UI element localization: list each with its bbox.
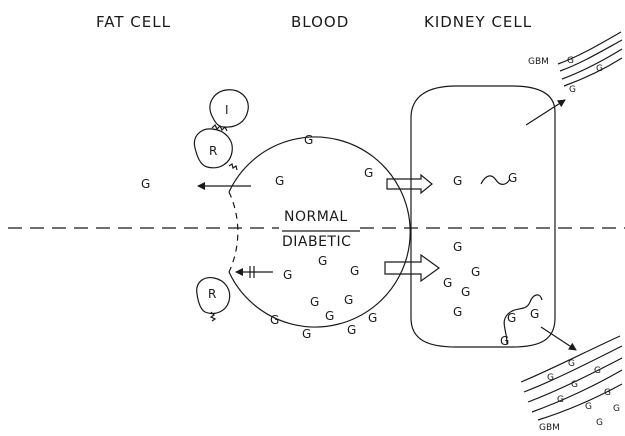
- gbm-label-normal: GBM: [528, 57, 549, 67]
- blood-glucose: G: [325, 309, 334, 323]
- blood-glucose: G: [350, 264, 359, 278]
- blood-glucose: G: [368, 311, 377, 325]
- gbm-glucose-diabetic: G: [568, 359, 575, 369]
- blood-glucose: G: [364, 166, 373, 180]
- kidney-glucose: G: [461, 285, 470, 299]
- blood-glucose: G: [283, 268, 292, 282]
- transport-arrow-diabetic: [385, 255, 439, 281]
- receptor-diabetic-label: R: [208, 287, 216, 301]
- gbm-glucose-diabetic: G: [547, 373, 554, 383]
- header-kidney-cell: KIDNEY CELL: [424, 13, 532, 31]
- kidney-glucose: G: [443, 276, 452, 290]
- kidney-glucose: G: [500, 334, 509, 348]
- gbm-glucose-normal: G: [569, 85, 576, 95]
- gbm-glucose-diabetic: G: [557, 395, 564, 405]
- kidney-glucose: G: [453, 305, 462, 319]
- receptor-normal-label: R: [209, 144, 217, 158]
- gbm-glucose-diabetic: G: [604, 388, 611, 398]
- gbm-glucose-diabetic: G: [596, 418, 603, 428]
- kidney-glucose: G: [453, 240, 462, 254]
- blood-glucose: G: [302, 327, 311, 341]
- kidney-glucose: G: [507, 311, 516, 325]
- gbm-glucose-diabetic: G: [594, 366, 601, 376]
- gbm-glucose-diabetic: G: [585, 402, 592, 412]
- header-blood: BLOOD: [291, 13, 349, 31]
- kidney-glucose: G: [453, 174, 462, 188]
- label-normal: NORMAL: [284, 209, 348, 225]
- insulin-molecule: [210, 90, 248, 127]
- kidney-glucose: G: [530, 307, 539, 321]
- gbm-glucose-normal: G: [596, 64, 603, 74]
- gbm-label-diabetic: GBM: [539, 423, 560, 433]
- blood-glucose: G: [310, 295, 319, 309]
- insulin-label: I: [225, 103, 229, 117]
- receptor-normal-bond: [229, 164, 237, 170]
- blood-glucose: G: [347, 323, 356, 337]
- kidney-glucose: G: [471, 265, 480, 279]
- gbm-glucose-diabetic: G: [571, 380, 578, 390]
- blood-glucose: G: [344, 293, 353, 307]
- blood-glucose: G: [270, 313, 279, 327]
- gbm-arrow-normal: [526, 100, 565, 125]
- blood-glucose: G: [304, 133, 313, 147]
- fat-cell-membrane-gap: [229, 192, 238, 272]
- gbm-glucose-normal: G: [567, 56, 574, 66]
- kidney-glucose: G: [508, 171, 517, 185]
- blood-glucose: G: [275, 174, 284, 188]
- gbm-glucose-diabetic: G: [613, 404, 620, 414]
- blood-glucose: G: [318, 254, 327, 268]
- label-diabetic: DIABETIC: [282, 234, 351, 250]
- glycated-protein-normal: [481, 176, 510, 184]
- glucose-fat-cell: G: [141, 177, 150, 191]
- header-fat-cell: FAT CELL: [96, 13, 171, 31]
